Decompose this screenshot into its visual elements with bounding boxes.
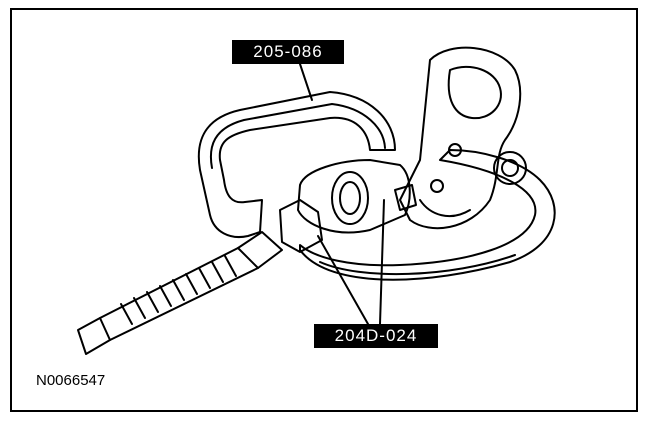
knuckle-bore	[493, 151, 527, 185]
backing-plate	[299, 149, 556, 281]
knuckle-hole-lower	[430, 179, 444, 193]
hub-stud	[394, 184, 417, 211]
knuckle	[399, 46, 522, 230]
receiver-cup	[297, 159, 411, 234]
callout-tool-204d-024: 204D-024	[314, 324, 438, 348]
leader-bottom-right	[379, 199, 385, 325]
knuckle-hole-upper	[448, 143, 462, 157]
adapter	[279, 199, 323, 253]
knuckle-detail	[447, 65, 502, 120]
leader-bottom-left	[317, 235, 369, 325]
knuckle-arm	[419, 199, 471, 218]
c-clamp-frame-inner	[209, 103, 386, 169]
screw-hex-end	[77, 317, 111, 355]
figure-id: N0066547	[36, 372, 106, 389]
screw-threads	[120, 255, 237, 325]
screw-collar	[237, 231, 283, 269]
bearing-ring	[331, 171, 369, 225]
leader-top	[299, 63, 313, 101]
callout-tool-205-086: 205-086	[232, 40, 344, 64]
bearing-ring-inner	[339, 181, 361, 215]
knuckle-bore-inner	[501, 159, 519, 177]
c-clamp-frame	[197, 91, 396, 238]
forcing-screw	[99, 247, 259, 341]
